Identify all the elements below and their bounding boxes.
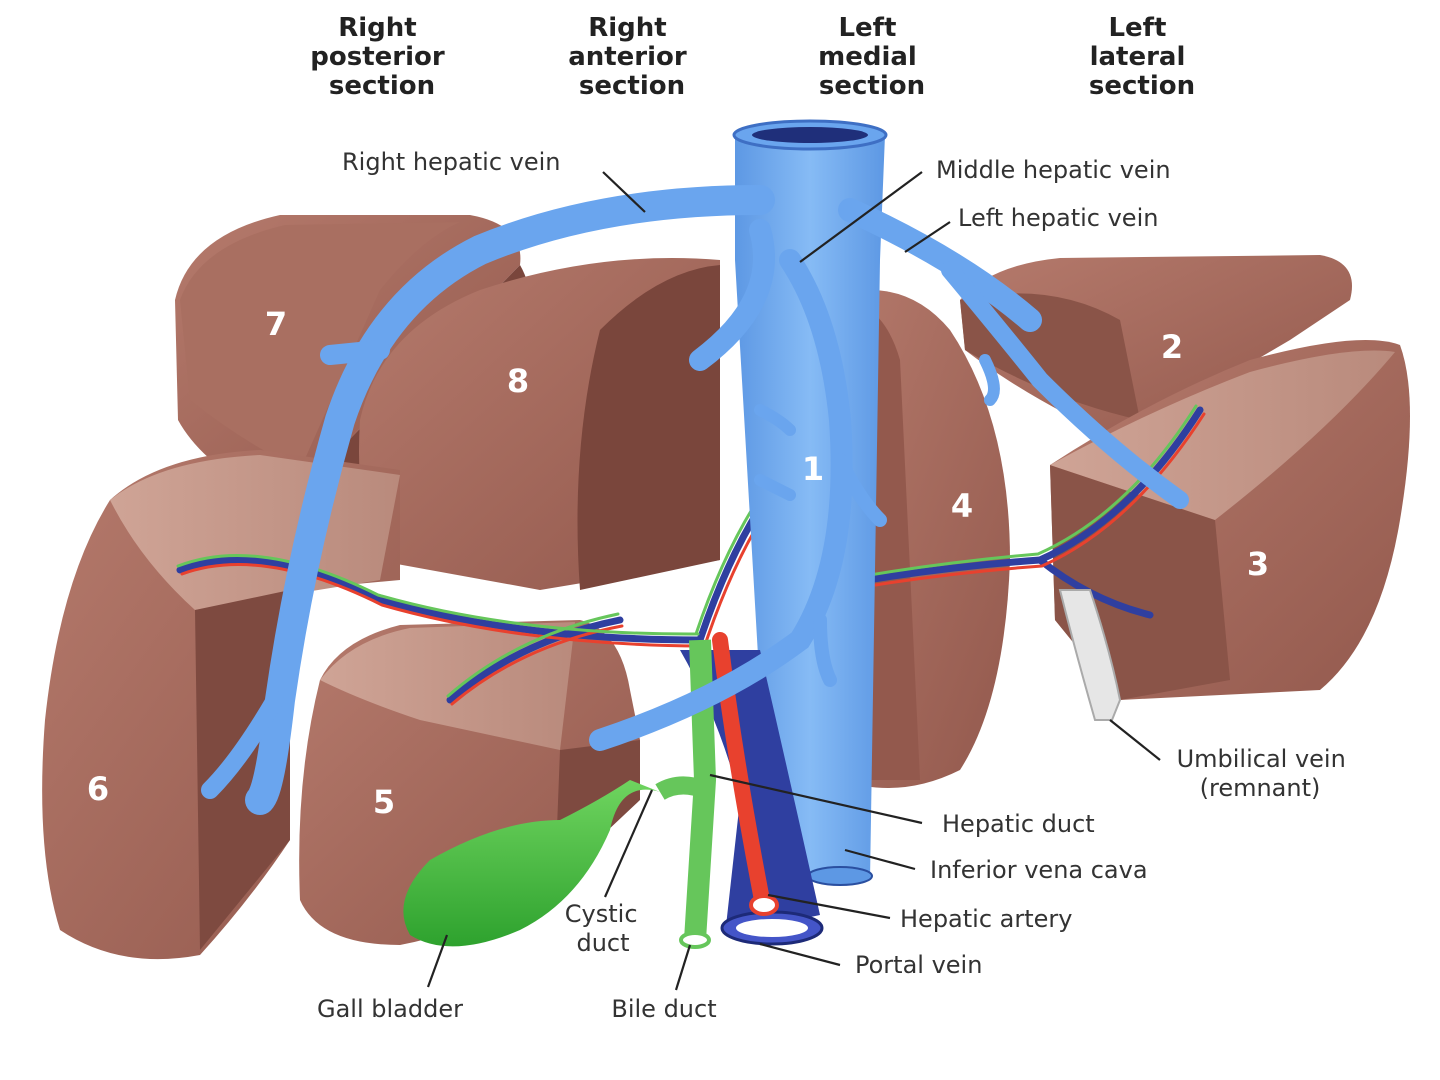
label-cystic-duct: Cystic duct: [565, 900, 645, 957]
segment-8: [359, 258, 720, 590]
hepatic-artery: [712, 632, 779, 916]
label-portal-vein: Portal vein: [855, 951, 982, 979]
label-left-hepatic-vein: Left hepatic vein: [958, 204, 1158, 232]
header-right-posterior-section: Right posterior section: [310, 13, 454, 101]
header-left-medial-section: Left medial section: [818, 13, 926, 101]
leader-lines: [426, 171, 1161, 991]
label-right-hepatic-vein: Right hepatic vein: [342, 148, 561, 176]
segment-number-2: 2: [1161, 328, 1183, 366]
segment-number-6: 6: [87, 770, 109, 808]
structure-labels: Right hepatic vein Middle hepatic vein L…: [317, 148, 1354, 1023]
label-gall-bladder: Gall bladder: [317, 995, 463, 1023]
hepatic-veins: [201, 185, 1189, 815]
segment-number-3: 3: [1247, 545, 1269, 583]
section-headers: Right posterior section Right anterior s…: [310, 13, 1195, 101]
segment-number-5: 5: [373, 783, 395, 821]
segment-number-4: 4: [951, 487, 973, 525]
umbilical-vein-remnant: [1058, 589, 1122, 721]
gall-bladder: [403, 780, 660, 947]
label-bile-duct: Bile duct: [611, 995, 716, 1023]
segment-number-8: 8: [507, 362, 529, 400]
label-hepatic-duct: Hepatic duct: [942, 810, 1095, 838]
inferior-vena-cava: [732, 119, 888, 886]
segment-number-7: 7: [265, 305, 287, 343]
label-umbilical-vein: Umbilical vein (remnant): [1177, 745, 1354, 802]
header-right-anterior-section: Right anterior section: [568, 13, 696, 101]
header-left-lateral-section: Left lateral section: [1089, 13, 1195, 101]
segment-numbers: 1 2 3 4 5 6 7 8: [87, 305, 1269, 821]
label-middle-hepatic-vein: Middle hepatic vein: [936, 156, 1171, 184]
label-hepatic-artery: Hepatic artery: [900, 905, 1072, 933]
label-inferior-vena-cava: Inferior vena cava: [930, 856, 1148, 884]
bile-duct: [655, 639, 717, 949]
segment-number-1: 1: [802, 450, 824, 488]
